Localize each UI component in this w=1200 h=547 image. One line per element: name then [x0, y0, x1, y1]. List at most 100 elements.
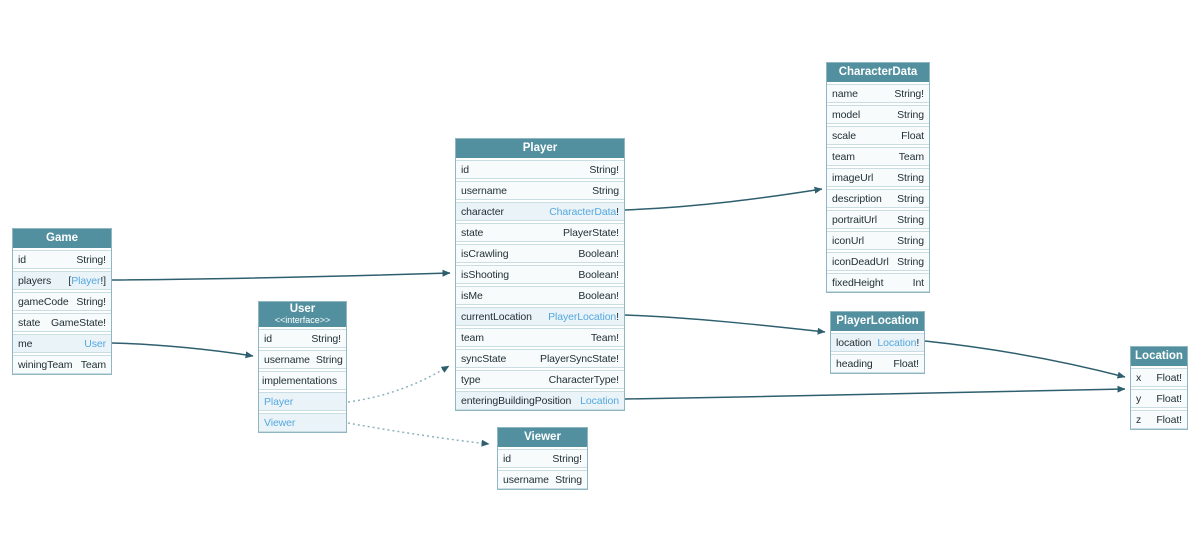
field-type: String! [76, 295, 106, 308]
field-row-game-players[interactable]: players[Player!] [13, 271, 111, 290]
field-row-user-implementations[interactable]: implementations [259, 371, 346, 390]
node-title: Game [46, 232, 78, 244]
node-header-viewer[interactable]: Viewer [498, 428, 587, 447]
field-name: type [461, 373, 481, 386]
type-link-Location[interactable]: Location [877, 336, 917, 349]
type-suffix: ! [916, 336, 920, 349]
node-header-game[interactable]: Game [13, 229, 111, 248]
field-row-game-me[interactable]: me User [13, 334, 111, 353]
field-name: team [832, 150, 855, 163]
edge-game-me-to-user [111, 342, 254, 359]
field-row-characterdata-fixedHeight[interactable]: fixedHeight Int [827, 273, 929, 292]
type-link-Location[interactable]: Location [580, 394, 619, 407]
field-name: state [461, 226, 484, 239]
field-type: Float! [1156, 371, 1182, 384]
edge-user-viewer-to-viewer [347, 422, 490, 447]
type-link-CharacterData[interactable]: CharacterData [549, 205, 617, 218]
node-title: User [289, 303, 316, 315]
field-row-user-Player[interactable]: Player [259, 392, 346, 411]
field-name: character [461, 205, 504, 218]
field-type: String [592, 184, 619, 197]
field-name: z [1136, 413, 1142, 426]
type-suffix: !] [100, 274, 106, 287]
node-header-characterdata[interactable]: CharacterData [827, 63, 929, 82]
field-name: isMe [461, 289, 483, 302]
field-name: scale [832, 129, 857, 142]
field-name: iconDeadUrl [832, 255, 889, 268]
field-name: fixedHeight [832, 276, 884, 289]
type-link-Player[interactable]: Player [71, 274, 101, 287]
field-name: location [836, 336, 872, 349]
node-title: CharacterData [838, 66, 918, 78]
field-row-user-id[interactable]: id String! [259, 329, 346, 348]
node-title: Location [1135, 350, 1183, 362]
field-name: id [18, 253, 26, 266]
field-type: String [555, 473, 582, 486]
node-header-location[interactable]: Location [1131, 347, 1187, 366]
node-header-player[interactable]: Player [456, 139, 624, 158]
field-name: id [264, 332, 272, 345]
field-row-game-gameCode[interactable]: gameCode String! [13, 292, 111, 311]
field-type: Int [912, 276, 924, 289]
field-type: String [315, 353, 343, 366]
type-link-PlayerLocation[interactable]: PlayerLocation [548, 310, 617, 323]
type-link-User[interactable]: User [84, 337, 106, 350]
field-row-user-Viewer[interactable]: Viewer [259, 413, 346, 432]
edge-player-character-to-characterdata [624, 186, 823, 211]
field-type: String! [311, 332, 341, 345]
implementation-link[interactable]: Player [264, 395, 294, 408]
field-name: gameCode [18, 295, 69, 308]
field-type: String [897, 171, 924, 184]
field-name: me [18, 337, 33, 350]
edge-user-player-to-player [347, 365, 450, 403]
node-header-playerlocation[interactable]: PlayerLocation [831, 312, 924, 331]
field-row-playerlocation-location[interactable]: location Location! [831, 333, 924, 352]
field-name: iconUrl [832, 234, 864, 247]
node-header-user[interactable]: User<<interface>> [259, 302, 346, 327]
field-name: id [503, 452, 511, 465]
implementation-link[interactable]: Viewer [264, 416, 296, 429]
field-name: name [832, 87, 858, 100]
field-type: GameState! [50, 316, 106, 329]
